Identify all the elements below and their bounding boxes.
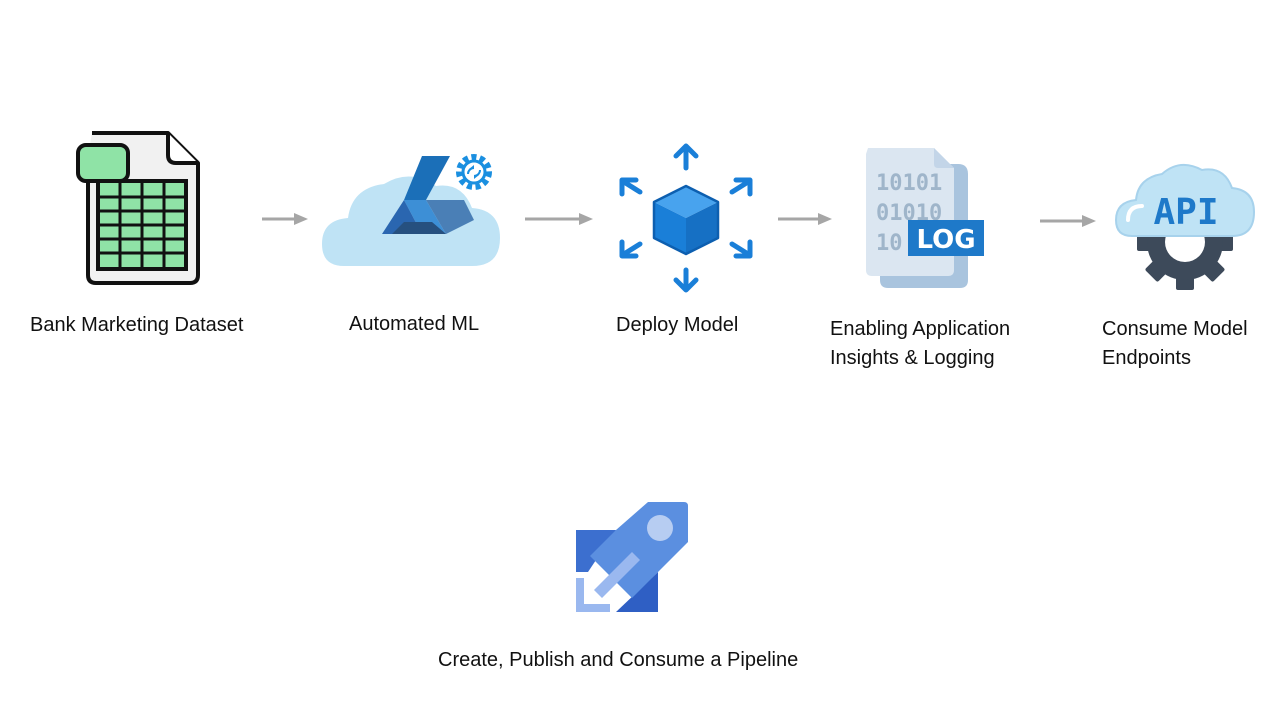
api-cloud-gear-icon: API xyxy=(1114,163,1256,290)
step-label-automl: Automated ML xyxy=(349,313,480,335)
step-label-consume-line2: Endpoints xyxy=(1102,347,1191,369)
flow-arrow-2 xyxy=(525,213,593,225)
step-label-logging-line2: Insights & Logging xyxy=(830,347,995,369)
log-file-icon: 10101 01010 10 LOG xyxy=(866,148,984,288)
step-label-dataset: Bank Marketing Dataset xyxy=(30,314,244,336)
api-text: API xyxy=(1153,192,1218,233)
binary-line-1: 10101 xyxy=(876,171,942,196)
flow-arrow-4 xyxy=(1040,215,1096,227)
azure-pipelines-rocket-icon xyxy=(576,502,688,612)
spreadsheet-file-icon xyxy=(76,131,200,285)
deploy-cube-icon xyxy=(619,143,753,293)
flow-arrow-1 xyxy=(262,213,308,225)
step-label-logging-line1: Enabling Application xyxy=(830,318,1011,340)
step-label-consume-line1: Consume Model xyxy=(1102,318,1248,340)
log-badge-text: LOG xyxy=(916,225,975,255)
step-label-deploy: Deploy Model xyxy=(616,314,739,336)
binary-line-3: 10 xyxy=(876,231,903,256)
azure-ml-cloud-icon xyxy=(322,154,500,266)
flow-arrow-3 xyxy=(778,213,832,225)
pipeline-label: Create, Publish and Consume a Pipeline xyxy=(438,649,799,671)
